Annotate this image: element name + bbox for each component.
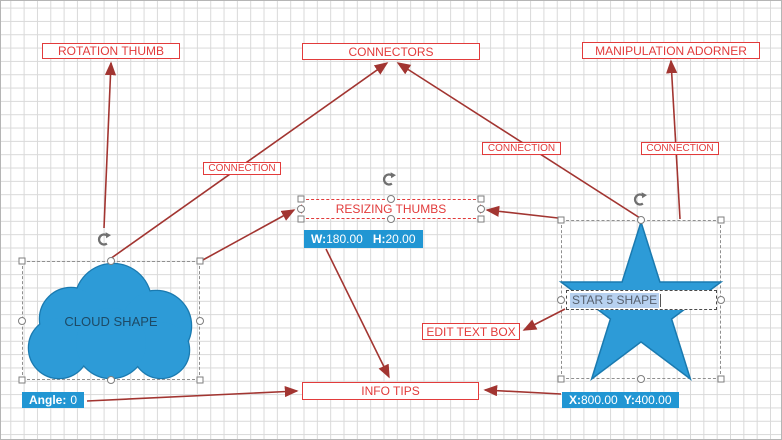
- resize-handle-sw[interactable]: [557, 375, 565, 383]
- cloud-shape-label: CLOUD SHAPE: [64, 314, 158, 329]
- arrow-position-to-infotips: [483, 385, 562, 397]
- resize-handle-s[interactable]: [637, 375, 645, 383]
- size-info-tip: W:180.00 H:20.00: [304, 230, 423, 248]
- arrow-angle-to-infotips: [86, 385, 299, 402]
- resize-handle-nw[interactable]: [297, 195, 305, 203]
- label-rotation-thumb: ROTATION THUMB: [42, 43, 180, 59]
- resize-handle-w[interactable]: [557, 295, 565, 304]
- resize-handle-nw[interactable]: [557, 216, 565, 224]
- cloud-shape[interactable]: CLOUD SHAPE: [27, 262, 193, 380]
- resize-handle-w[interactable]: [18, 316, 26, 325]
- arrow-cloud-to-connectors: [109, 62, 389, 260]
- arrow-edit-text-box: [522, 308, 566, 331]
- resize-handle-ne[interactable]: [196, 257, 204, 265]
- text-caret: [660, 293, 662, 307]
- arrow-rotation-thumb: [103, 61, 117, 229]
- rotation-thumb-icon[interactable]: [97, 231, 113, 246]
- arrow-resizing-left: [200, 209, 296, 262]
- star-edit-text-box[interactable]: STAR 5 SHAPE: [566, 290, 717, 310]
- resize-handle-e[interactable]: [477, 205, 485, 213]
- rotation-thumb-icon[interactable]: [382, 171, 398, 186]
- resize-handle-e[interactable]: [717, 295, 725, 304]
- resize-handle-n[interactable]: [107, 257, 115, 265]
- resize-handle-sw[interactable]: [297, 215, 305, 223]
- label-connection: CONNECTION: [482, 142, 561, 155]
- resize-handle-se[interactable]: [717, 375, 725, 383]
- rotation-thumb-icon[interactable]: [633, 191, 649, 206]
- arrow-star-to-connectors: [396, 62, 641, 219]
- resize-handle-n[interactable]: [387, 195, 395, 203]
- label-edit-text-box: EDIT TEXT BOX: [422, 323, 520, 340]
- resize-handle-se[interactable]: [196, 376, 204, 384]
- resize-handle-ne[interactable]: [477, 195, 485, 203]
- resize-handle-w[interactable]: [297, 205, 305, 213]
- arrow-manipulation-adorner: [666, 59, 681, 220]
- resize-handle-ne[interactable]: [717, 216, 725, 224]
- label-manipulation-adorner: MANIPULATION ADORNER: [582, 42, 760, 59]
- arrow-resizing-right: [485, 205, 559, 219]
- angle-info-tip: Angle:0: [22, 392, 85, 408]
- label-connection: CONNECTION: [641, 142, 719, 155]
- label-info-tips: INFO TIPS: [302, 382, 479, 400]
- resize-handle-n[interactable]: [637, 216, 645, 224]
- resize-handle-e[interactable]: [196, 316, 204, 325]
- label-connectors: CONNECTORS: [302, 43, 480, 60]
- selected-text: STAR 5 SHAPE: [570, 292, 660, 308]
- resize-handle-s[interactable]: [387, 215, 395, 223]
- label-connection: CONNECTION: [203, 162, 281, 175]
- resize-handle-s[interactable]: [107, 376, 115, 384]
- resize-handle-se[interactable]: [477, 215, 485, 223]
- arrow-size-to-infotips: [325, 248, 390, 379]
- resize-handle-nw[interactable]: [18, 257, 26, 265]
- resize-handle-sw[interactable]: [18, 376, 26, 384]
- position-info-tip: X:800.00 Y:400.00: [562, 392, 679, 408]
